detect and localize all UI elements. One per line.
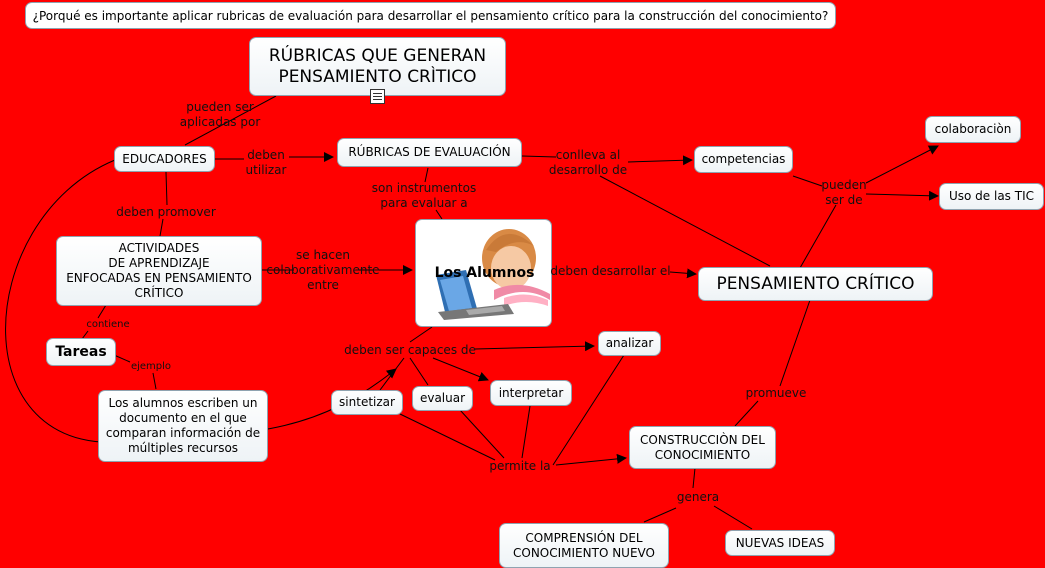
node-sintetizar[interactable]: sintetizar	[331, 390, 403, 415]
node-colaboracion[interactable]: colaboraciòn	[925, 116, 1021, 143]
node-uso-de-las-tic[interactable]: Uso de las TIC	[939, 183, 1044, 210]
node-interpretar[interactable]: interpretar	[490, 380, 572, 406]
node-ejemplo-documento[interactable]: Los alumnos escriben un documento en el …	[98, 390, 268, 462]
node-pensamiento-critico[interactable]: PENSAMIENTO CRÍTICO	[698, 267, 933, 301]
node-nuevas-ideas[interactable]: NUEVAS IDEAS	[725, 530, 835, 556]
label-deben-utilizar: deben utilizar	[240, 148, 292, 178]
label-promueve: promueve	[740, 386, 812, 401]
node-tareas[interactable]: Tareas	[46, 338, 116, 366]
node-competencias[interactable]: competencias	[694, 146, 793, 173]
label-pueden-ser-aplicadas-por: pueden ser aplicadas por	[172, 100, 268, 130]
node-analizar[interactable]: analizar	[598, 331, 661, 356]
node-comprension-del-conocimiento-nuevo[interactable]: COMPRENSIÓN DEL CONOCIMIENTO NUEVO	[499, 523, 669, 568]
label-se-hacen-colaborativamente-entre: se hacen colaborativamente entre	[263, 248, 383, 293]
node-los-alumnos[interactable]: Los Alumnos	[415, 219, 552, 327]
label-genera: genera	[670, 490, 726, 505]
node-evaluar[interactable]: evaluar	[412, 386, 473, 411]
note-icon[interactable]	[370, 89, 385, 104]
node-rubricas-de-evaluacion[interactable]: RÚBRICAS DE EVALUACIÓN	[337, 138, 522, 167]
label-conlleva-al-desarrollo-de: conlleva al desarrollo de	[543, 148, 633, 178]
node-educadores[interactable]: EDUCADORES	[114, 146, 215, 172]
label-son-instrumentos-para-evaluar-a: son instrumentos para evaluar a	[364, 181, 484, 211]
label-deben-promover: deben promover	[110, 205, 222, 220]
label-deben-ser-capaces-de: deben ser capaces de	[339, 343, 481, 358]
alumnos-label: Los Alumnos	[416, 265, 552, 281]
label-deben-desarrollar-el: deben desarrollar el	[548, 264, 673, 279]
focus-question: ¿Porqué es importante aplicar rubricas d…	[25, 2, 836, 29]
label-pueden-ser-de: pueden ser de	[814, 178, 874, 208]
node-construccion-del-conocimiento[interactable]: CONSTRUCCIÒN DEL CONOCIMIENTO	[629, 426, 776, 469]
title-node-rubricas-pensamiento-critico[interactable]: RÚBRICAS QUE GENERAN PENSAMIENTO CRÌTICO	[249, 37, 506, 96]
label-ejemplo: ejemplo	[124, 361, 178, 373]
label-permite-la: permite la	[484, 459, 556, 474]
label-contiene: contiene	[80, 319, 136, 331]
node-actividades-de-aprendizaje[interactable]: ACTIVIDADES DE APRENDIZAJE ENFOCADAS EN …	[56, 236, 262, 306]
